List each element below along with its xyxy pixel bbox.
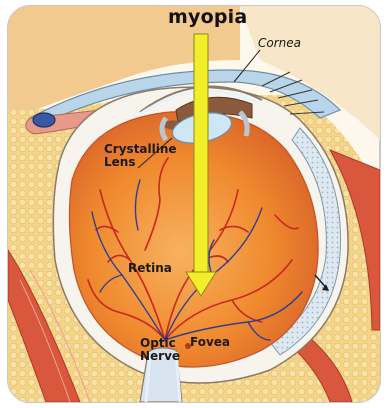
gland-icon bbox=[33, 113, 55, 127]
crystalline-lens-label: Crystalline Lens bbox=[104, 143, 194, 169]
crystalline-lens-label-line2: Lens bbox=[104, 155, 135, 169]
cornea-label: Cornea bbox=[258, 37, 301, 49]
optic-nerve-label-line1: Optic bbox=[140, 336, 176, 350]
optic-nerve-label-line2: Nerve bbox=[140, 349, 180, 363]
crystalline-lens-label-line1: Crystalline bbox=[104, 142, 177, 156]
diagram-title: myopia bbox=[168, 8, 247, 27]
retina-label: Retina bbox=[128, 262, 172, 274]
fovea-label: Fovea bbox=[190, 336, 230, 348]
